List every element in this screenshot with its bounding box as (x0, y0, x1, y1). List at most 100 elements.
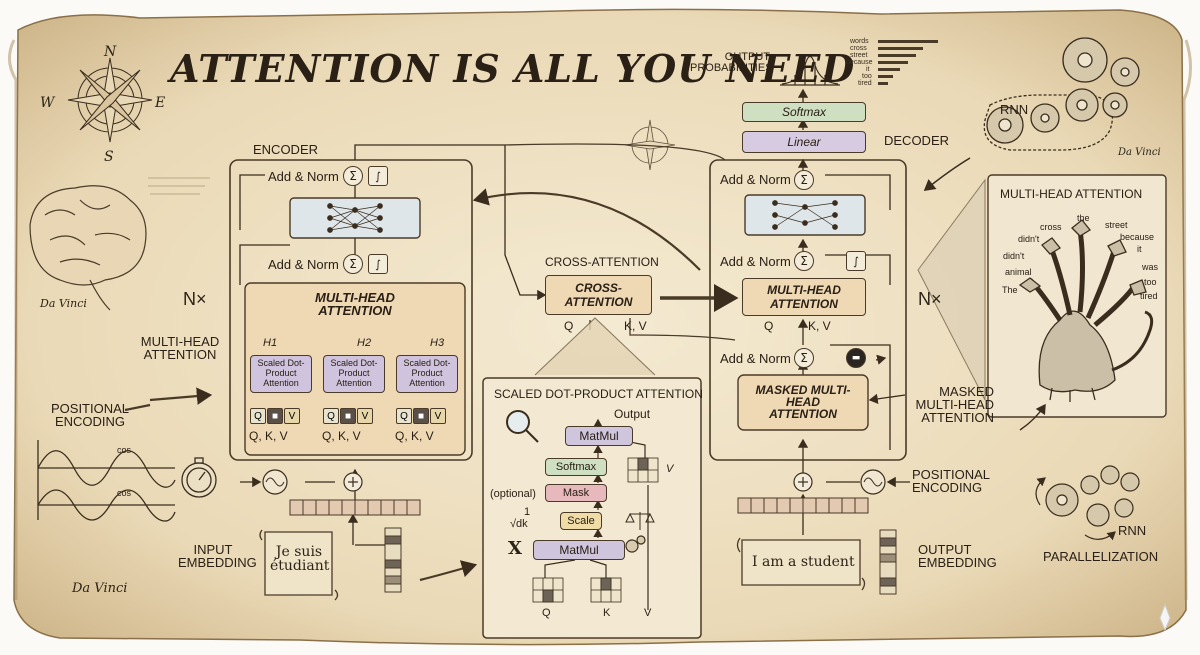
sparkle-icon (1159, 603, 1171, 632)
decoder-mha-box: MULTI-HEAD ATTENTION (742, 278, 866, 316)
decoder-sum-icon-1: Σ (794, 170, 814, 190)
hydra-sketch-icon (1018, 219, 1154, 402)
top-right-signature: Da Vinci (1118, 147, 1161, 158)
sdpa-q-label: Q (542, 607, 551, 619)
left-positional-encoding-label: POSITIONAL ENCODING (50, 401, 130, 429)
compass-north: N (104, 44, 117, 60)
decoder-kv-label: K, V (808, 319, 831, 333)
output-embedding-label: OUTPUT EMBEDDING (918, 542, 997, 570)
sdpa-head-2: Scaled Dot-Product Attention (323, 355, 385, 393)
head-1-qkv: Q, K, V (249, 429, 288, 443)
prob-word-0: words (850, 38, 869, 45)
cos-label-2: cos (117, 488, 132, 498)
encoder-norm-icon-mid: ∫ (368, 254, 388, 274)
attention-word-was: was (1142, 262, 1159, 272)
decoder-feedforward-network-icon (772, 200, 838, 230)
matmul-top-box: MatMul (565, 426, 633, 446)
decoder-q-label: Q (764, 319, 774, 333)
cross-kv-label: K, V (624, 319, 647, 333)
output-text: I am a student (752, 554, 855, 570)
output-embedding-column (879, 529, 897, 595)
output-probabilities-label: OUTPUT PROBABILITIES (690, 51, 773, 74)
prob-word-1: cross (850, 45, 867, 52)
encoder-nx: N× (183, 289, 207, 309)
lock-icon: ■ (340, 408, 356, 424)
attention-word-tired: tired (1140, 291, 1158, 301)
head-2-label: H2 (357, 337, 372, 349)
compass-south: S (104, 149, 114, 165)
prob-word-5: too (862, 73, 872, 80)
input-embedding-label: INPUT EMBEDDING (178, 542, 257, 570)
decoder-softmax-box: Softmax (742, 102, 866, 122)
encoder-add-norm-mid: Add & Norm (268, 257, 339, 272)
encoder-add-norm-top: Add & Norm (268, 169, 339, 184)
scale-fraction-numerator: 1 (524, 506, 531, 518)
encoder-label: ENCODER (253, 142, 319, 157)
page-title: ATTENTION IS ALL YOU NEED (170, 46, 856, 91)
sdpa-heading: SCALED DOT-PRODUCT ATTENTION (494, 387, 703, 401)
encoder-feedforward-network-icon (327, 203, 383, 233)
cos-label-1: cos (117, 445, 132, 455)
encoder-sum-icon-mid: Σ (343, 254, 363, 274)
probability-distribution-icon (780, 55, 840, 86)
encoder-embedding-bar (289, 499, 421, 516)
encoder-mha-title: MULTI-HEAD ATTENTION (315, 290, 395, 318)
head-3-label: H3 (430, 337, 445, 349)
stopwatch-icon (181, 457, 217, 498)
sdpa-head-1: Scaled Dot-Product Attention (250, 355, 312, 393)
decoder-nx: N× (918, 289, 942, 309)
sdpa-v-side-label: V (666, 463, 674, 475)
attention-word-because: because (1120, 232, 1155, 242)
decoder-add-norm-3: Add & Norm (720, 351, 791, 366)
masked-mha-side-label: MASKED MULTI-HEAD ATTENTION (915, 384, 994, 425)
parallelization-label: PARALLELIZATION (1043, 549, 1159, 564)
prob-word-2: street (850, 52, 868, 59)
compass-rose-icon (67, 57, 153, 143)
brain-sketch-icon (29, 185, 147, 311)
lock-icon: ■ (413, 408, 429, 424)
mask-glasses-icon: ▬ (846, 348, 866, 368)
gear-icon (625, 535, 646, 553)
head-2-qkv: Q, K, V (322, 429, 361, 443)
sdpa-k-label: K (603, 607, 611, 619)
rnn-gears-icon (983, 37, 1140, 151)
lock-icon: ■ (267, 408, 283, 424)
decoder-norm-icon: ∫ (846, 251, 866, 271)
head-1-q: Q (250, 408, 266, 424)
decoder-linear-box: Linear (742, 131, 866, 153)
attention-word-the-2: The (1002, 285, 1018, 295)
decoder-sum-icon-2: Σ (794, 251, 814, 271)
head-3-v: V (430, 408, 446, 424)
rnn-bottom-label: RNN (1118, 523, 1147, 538)
attention-word-too: too (1144, 277, 1157, 287)
left-mha-label: MULTI-HEAD ATTENTION (140, 334, 220, 362)
decoder-embedding-bar (737, 497, 869, 514)
sdpa-v-label: V (644, 607, 652, 619)
matmul-bottom-box: MatMul (533, 540, 625, 560)
sine-waves-icon (37, 440, 176, 522)
prob-word-6: tired (858, 80, 872, 87)
attention-word-animal: animal (1005, 267, 1032, 277)
head-3-qkv: Q, K, V (395, 429, 434, 443)
scale-fraction-root: √dk (510, 518, 528, 530)
optional-label: (optional) (490, 488, 536, 500)
input-scroll-icon (264, 531, 333, 596)
attention-word-it: it (1137, 244, 1142, 254)
sdpa-output-label: Output (614, 407, 651, 421)
head-2-v: V (357, 408, 373, 424)
decoder-positional-encoding-label: POSITIONAL ENCODING (912, 467, 990, 495)
decoder-masked-mha-title: MASKED MULTI-HEAD ATTENTION (755, 383, 851, 421)
rnn-top-label: RNN (1000, 102, 1029, 117)
attention-word-cross: cross (1040, 222, 1062, 232)
scale-box: Scale (560, 512, 602, 530)
attention-word-the: the (1077, 213, 1090, 223)
compass-east: E (155, 95, 166, 111)
attention-word-street: street (1105, 220, 1128, 230)
bottom-left-signature: Da Vinci (72, 581, 128, 596)
attention-word-didnt-1: didn't (1018, 234, 1040, 244)
cross-attention-heading: CROSS-ATTENTION (545, 255, 659, 269)
cross-attention-box: CROSS-ATTENTION (545, 275, 652, 315)
brain-signature: Da Vinci (40, 297, 87, 310)
head-3-q: Q (396, 408, 412, 424)
